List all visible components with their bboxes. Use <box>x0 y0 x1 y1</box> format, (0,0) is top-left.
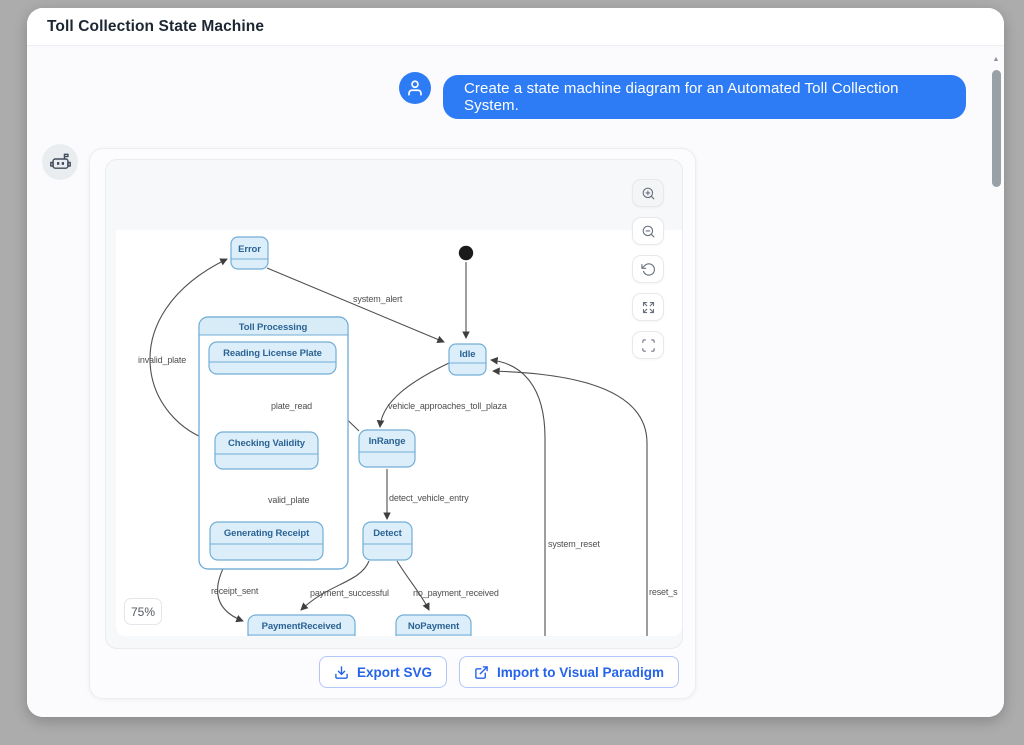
app-window: Toll Collection State Machine Create a s… <box>27 8 1004 717</box>
state-checking-validity: Checking Validity <box>214 431 319 470</box>
svg-text:Checking Validity: Checking Validity <box>228 438 306 449</box>
diagram-canvas[interactable]: Toll Processing Error <box>116 230 682 636</box>
state-machine-svg: Toll Processing Error <box>138 236 678 636</box>
user-icon <box>408 80 422 96</box>
svg-text:no_payment_received: no_payment_received <box>413 588 499 598</box>
state-reading-license-plate: Reading License Plate <box>208 341 337 375</box>
scrollbar: ▲ <box>989 48 1003 715</box>
svg-text:invalid_plate: invalid_plate <box>138 355 186 365</box>
svg-text:Error: Error <box>238 244 261 255</box>
expand-arrows-icon <box>642 301 654 313</box>
svg-text:Detect: Detect <box>373 528 402 539</box>
export-svg-label: Export SVG <box>356 664 432 680</box>
zoom-out-button[interactable] <box>632 217 664 245</box>
header: Toll Collection State Machine <box>27 8 1004 46</box>
svg-text:detect_vehicle_entry: detect_vehicle_entry <box>389 493 469 503</box>
svg-text:Generating Receipt: Generating Receipt <box>224 528 310 539</box>
state-idle: Idle <box>448 343 487 376</box>
reset-view-button[interactable] <box>632 255 664 283</box>
rotate-ccw-icon <box>640 262 655 276</box>
svg-text:InRange: InRange <box>369 436 406 447</box>
action-buttons: Export SVG Import to Visual Paradigm <box>318 656 679 688</box>
external-link-icon <box>475 665 488 679</box>
svg-text:Reading License Plate: Reading License Plate <box>223 348 322 359</box>
svg-text:payment_successful: payment_successful <box>310 588 389 598</box>
robot-icon <box>49 153 71 169</box>
download-icon <box>335 665 348 679</box>
state-generating-receipt: Generating Receipt <box>209 521 324 561</box>
svg-text:reset_s: reset_s <box>649 587 678 597</box>
svg-text:Toll Processing: Toll Processing <box>239 322 308 333</box>
zoom-level-badge: 75% <box>124 598 162 625</box>
svg-text:PaymentReceived: PaymentReceived <box>262 621 342 632</box>
import-visual-paradigm-button[interactable]: Import to Visual Paradigm <box>458 656 679 688</box>
svg-text:Idle: Idle <box>460 349 476 360</box>
state-detect: Detect <box>362 521 413 561</box>
expand-button[interactable] <box>632 293 664 321</box>
svg-text:vehicle_approaches_toll_plaza: vehicle_approaches_toll_plaza <box>388 401 507 411</box>
svg-text:receipt_sent: receipt_sent <box>211 586 259 596</box>
diagram-panel: Toll Processing Error <box>105 159 683 649</box>
state-no-payment: NoPayment <box>395 614 472 636</box>
scroll-up-icon[interactable]: ▲ <box>992 56 1000 63</box>
import-visual-paradigm-label: Import to Visual Paradigm <box>496 664 664 680</box>
state-error: Error <box>230 236 269 270</box>
zoom-out-icon <box>642 225 654 237</box>
state-payment-received: PaymentReceived <box>247 614 356 636</box>
chat-content: Create a state machine diagram for an Au… <box>27 46 1004 717</box>
zoom-in-button[interactable] <box>632 179 664 207</box>
fullscreen-brackets-icon <box>641 338 655 352</box>
scrollbar-thumb[interactable] <box>992 70 1001 187</box>
state-in-range: InRange <box>358 429 416 468</box>
page-title: Toll Collection State Machine <box>47 17 265 35</box>
diagram-controls <box>632 179 664 369</box>
initial-state-dot <box>458 245 474 261</box>
user-message-bubble: Create a state machine diagram for an Au… <box>443 75 966 119</box>
zoom-in-icon <box>642 187 654 199</box>
user-avatar <box>399 72 431 104</box>
svg-text:NoPayment: NoPayment <box>408 621 460 632</box>
svg-text:plate_read: plate_read <box>271 401 312 411</box>
svg-text:valid_plate: valid_plate <box>268 495 310 505</box>
export-svg-button[interactable]: Export SVG <box>318 656 447 688</box>
svg-text:system_alert: system_alert <box>353 294 403 304</box>
bot-avatar <box>42 144 78 180</box>
diagram-card: Toll Processing Error <box>89 148 696 699</box>
svg-text:system_reset: system_reset <box>548 539 600 549</box>
fit-view-button[interactable] <box>632 331 664 359</box>
transition-labels: system_alert invalid_plate plate_read ve… <box>138 294 678 598</box>
